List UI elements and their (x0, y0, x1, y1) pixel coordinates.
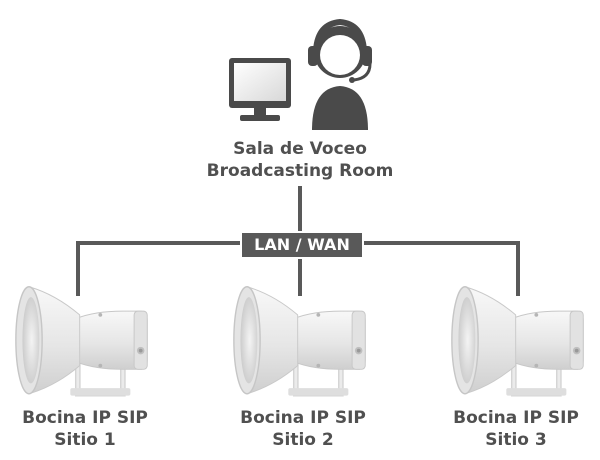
speaker-3-label: Bocina IP SIP Sitio 3 (441, 407, 591, 451)
room-label-line1: Sala de Voceo (233, 139, 367, 159)
room-label-line2: Broadcasting Room (206, 161, 394, 181)
speaker-3-label-line2: Sitio 3 (485, 430, 547, 450)
room-label: Sala de Voceo Broadcasting Room (190, 138, 410, 182)
speaker-1-label: Bocina IP SIP Sitio 1 (10, 407, 160, 451)
speaker-2-label-line2: Sitio 2 (272, 430, 334, 450)
speaker-1-label-line2: Sitio 1 (54, 430, 116, 450)
speaker-3-label-line1: Bocina IP SIP (453, 408, 579, 428)
speaker-2-label: Bocina IP SIP Sitio 2 (228, 407, 378, 451)
speaker-2-label-line1: Bocina IP SIP (240, 408, 366, 428)
speaker-1-horn-speaker-icon (16, 287, 147, 396)
network-label: LAN / WAN (240, 231, 364, 259)
speaker-3-horn-speaker-icon (452, 287, 583, 396)
speaker-2-horn-speaker-icon (234, 287, 365, 396)
speaker-1-label-line1: Bocina IP SIP (22, 408, 148, 428)
monitor-icon (229, 58, 291, 121)
headset-operator-icon (308, 18, 372, 130)
